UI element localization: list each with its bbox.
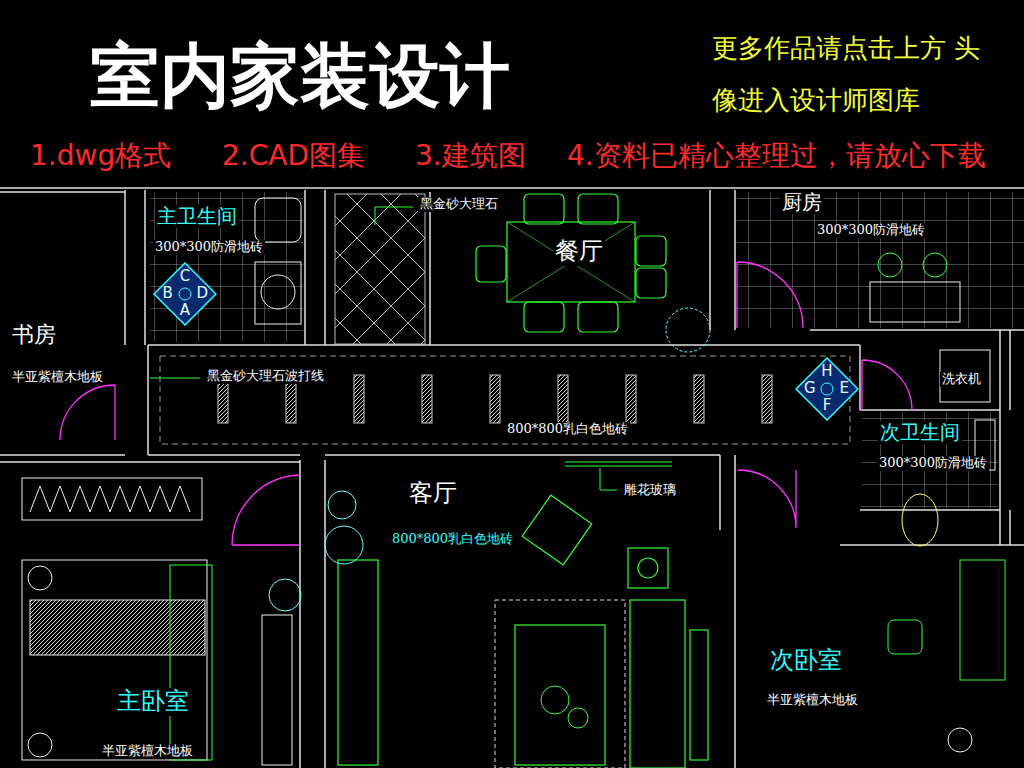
index-diamond: CB DA (153, 262, 217, 326)
bath-fixtures (255, 198, 995, 546)
room-area: 次卧室半亚紫檀木地板 (735, 532, 1024, 768)
index-letter: H (821, 363, 832, 380)
index-letter: D (196, 285, 208, 302)
leader-lines (150, 207, 617, 490)
room-area: 餐厅 (430, 192, 710, 342)
index-letter: G (804, 380, 816, 397)
index-letter: E (840, 380, 849, 397)
index-letter: B (163, 285, 173, 302)
room-area: 黑金砂大理石波打线 800*800乳白色地砖 HG EF (148, 345, 860, 455)
feature-item: 4.资料已精心整理过，请放心下载 (567, 140, 986, 172)
bath-tiles (150, 192, 303, 342)
index-letter: F (823, 398, 832, 415)
fixture-label: 洗衣机 (940, 372, 983, 387)
material-callout: 雕花玻璃 (622, 483, 678, 498)
corridor-border (160, 356, 850, 444)
living-furniture (338, 495, 708, 768)
room-name: 主卫生间 (155, 205, 239, 228)
door-swings (60, 262, 912, 545)
index-diamond: HG EF (795, 357, 859, 421)
index-letter: A (180, 303, 190, 320)
diamond-shape (154, 263, 216, 325)
room-name: 客厅 (407, 480, 459, 508)
dining-set (476, 194, 666, 332)
room-area: 主卧室半亚紫檀木地板 (0, 462, 300, 768)
floor-material: 800*800乳白色地砖 (390, 532, 515, 547)
room-area: 次卫生间 300*300防滑地砖 (860, 412, 1000, 510)
room-name: 次卫生间 (878, 421, 962, 444)
rug (495, 600, 625, 768)
bath-tiles (862, 412, 998, 508)
floor-material: 800*800乳白色地砖 (505, 422, 630, 437)
floor-material: 半亚紫檀木地板 (10, 370, 105, 385)
room-name: 书房 (10, 322, 58, 347)
plant-symbol (666, 308, 710, 352)
floor-material: 半亚紫檀木地板 (100, 744, 195, 759)
feature-item: 3.建筑图 (415, 140, 526, 172)
glass-partition (565, 462, 672, 466)
room-name: 次卧室 (768, 647, 844, 675)
bench (170, 565, 212, 760)
floor-material: 300*300防滑地砖 (877, 456, 989, 471)
page-title: 室内家装设计 (90, 36, 510, 117)
plant-symbols (269, 491, 588, 728)
room-area: 厨房 300*300防滑地砖 (735, 190, 1024, 330)
diamond-center (821, 383, 833, 395)
desk-chair (888, 560, 1005, 680)
index-letter: C (180, 268, 190, 285)
material-callout: 黑金砂大理石 (418, 197, 500, 212)
nightstand (948, 728, 972, 752)
walls (0, 188, 1024, 768)
stove-burners (878, 253, 947, 277)
diamond-shape (796, 358, 858, 420)
room-area: 主卫生间 300*300防滑地砖 CB DA (145, 190, 305, 345)
feature-item: 2.CAD图集 (222, 140, 365, 172)
kitchen-tiles (737, 192, 1024, 328)
room-area: 客厅 800*800乳白色地砖 (325, 458, 720, 768)
floor-material: 半亚紫檀木地板 (765, 693, 860, 708)
room-name: 黑金砂大理石波打线 (205, 369, 326, 384)
room-name: 厨房 (780, 191, 824, 214)
marble-strip (335, 194, 425, 344)
promo-note: 更多作品请点击上方 头像进入设计师图库 (712, 22, 1002, 126)
floor-material: 300*300防滑地砖 (815, 223, 927, 238)
diamond-center (179, 288, 191, 300)
bed (22, 478, 292, 765)
floor-material: 300*300防滑地砖 (153, 240, 265, 255)
room-name: 餐厅 (553, 238, 605, 266)
room-name: 主卧室 (115, 688, 191, 716)
room-area: 书房半亚紫檀木地板 (0, 190, 125, 455)
feature-item: 1.dwg格式 (30, 140, 171, 172)
